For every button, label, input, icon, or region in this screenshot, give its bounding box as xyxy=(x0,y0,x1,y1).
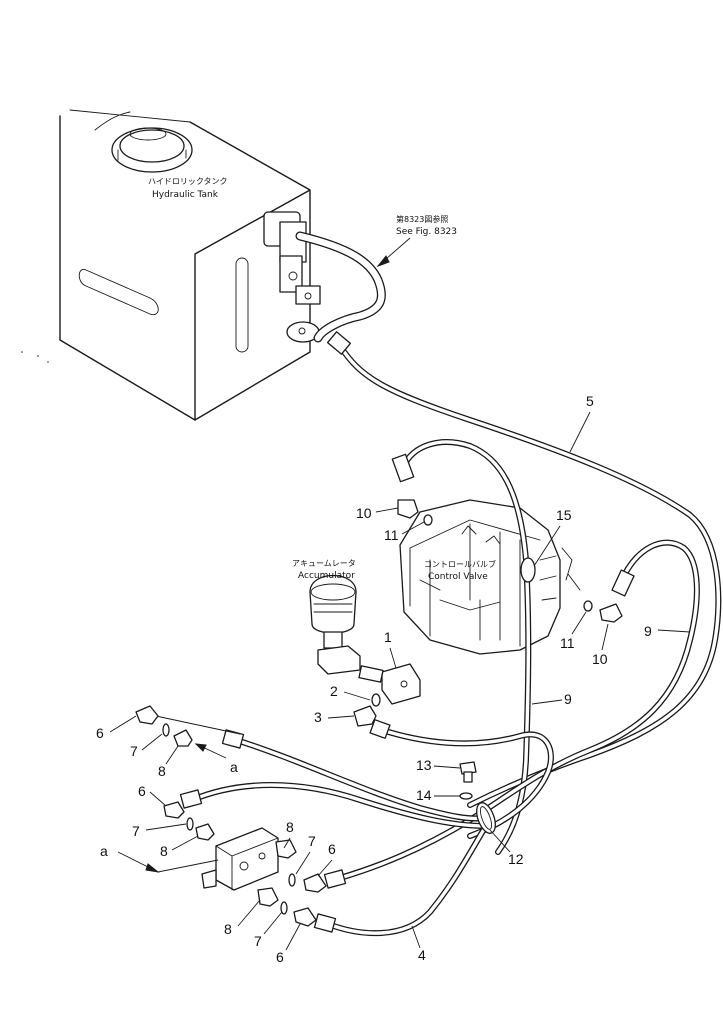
hose-9-right xyxy=(337,539,700,881)
callout-11-right: 11 xyxy=(560,635,575,651)
ref-a-leader xyxy=(117,851,219,873)
hose-upper-left xyxy=(221,729,489,822)
valve-block-1 xyxy=(358,663,421,705)
hose-middle-left xyxy=(179,782,489,829)
callout-8-middle: 8 xyxy=(160,843,168,859)
bolt-13 xyxy=(459,761,477,783)
callout-12: 12 xyxy=(508,851,524,867)
fitting-set-right xyxy=(275,839,347,893)
valve-label-jp: コントロールバルブ xyxy=(424,559,496,569)
callout-7-lower: 7 xyxy=(254,933,262,949)
control-valve: コントロールバルブ Control Valve xyxy=(399,499,581,655)
hose-clamp-12 xyxy=(476,802,496,834)
callout-3: 3 xyxy=(314,709,322,725)
callout-4: 4 xyxy=(418,947,426,963)
tank-suction-fitting xyxy=(263,211,321,343)
hose-end-3 xyxy=(369,719,391,739)
valve-fittings-right xyxy=(583,600,623,623)
callout-9-lower: 9 xyxy=(564,691,572,707)
tank-label-en: Hydraulic Tank xyxy=(152,190,219,200)
elbow-3 xyxy=(353,705,377,727)
washer-14 xyxy=(459,792,473,800)
callout-1: 1 xyxy=(384,629,392,645)
callout-2: 2 xyxy=(330,683,338,699)
callout-13: 13 xyxy=(416,757,432,773)
accumulator-label-jp: アキュームレータ xyxy=(292,559,356,568)
callout-6-middle: 6 xyxy=(138,783,146,799)
o-ring-2 xyxy=(371,693,381,707)
callout-8-top: 8 xyxy=(158,763,166,779)
callout-10-left: 10 xyxy=(356,505,372,521)
callout-11-left: 11 xyxy=(384,527,399,543)
callout-6-top: 6 xyxy=(96,725,104,741)
hose-5 xyxy=(326,331,722,808)
callout-7-top: 7 xyxy=(130,743,138,759)
clamp-15 xyxy=(520,557,536,583)
callout-8-lower: 8 xyxy=(224,921,232,937)
accumulator: アキュームレータ Accumulator xyxy=(292,559,361,675)
hydraulic-tank: ハイドロリックタンク Hydraulic Tank xyxy=(59,109,311,421)
valve-label-en: Control Valve xyxy=(428,572,488,582)
callout-6-right: 6 xyxy=(328,841,336,857)
tank-label-jp: ハイドロリックタンク xyxy=(148,177,228,186)
callouts: 5 10 11 15 11 10 9 9 1 2 3 6 7 xyxy=(96,393,691,965)
callout-6-lower: 6 xyxy=(276,949,284,965)
callout-8-right: 8 xyxy=(286,819,294,835)
callout-7-right: 7 xyxy=(308,833,316,849)
scan-specks xyxy=(21,351,49,363)
pipe-line-6-top xyxy=(155,715,241,735)
callout-15: 15 xyxy=(556,507,572,523)
see-fig-label-jp: 第8323図参照 xyxy=(396,214,448,224)
fitting-set-lower xyxy=(257,887,337,933)
hose-4 xyxy=(325,823,489,937)
callout-7-middle: 7 xyxy=(132,823,140,839)
fitting-set-upper xyxy=(135,705,193,747)
callout-5: 5 xyxy=(586,393,594,409)
tank-return-pipe xyxy=(295,231,386,343)
accumulator-label-en: Accumulator xyxy=(298,571,355,581)
callout-10-right: 10 xyxy=(592,651,608,667)
junction-block xyxy=(201,827,279,891)
callout-14: 14 xyxy=(416,787,432,803)
valve-fittings-left xyxy=(397,499,433,526)
ref-a-left: a xyxy=(100,843,108,859)
see-fig-label-en: See Fig. 8323 xyxy=(396,227,457,237)
hose-accumulator-loop xyxy=(379,727,554,839)
ref-a-top: a xyxy=(230,759,238,775)
callout-9-right: 9 xyxy=(644,623,652,639)
fitting-set-middle xyxy=(163,801,215,841)
